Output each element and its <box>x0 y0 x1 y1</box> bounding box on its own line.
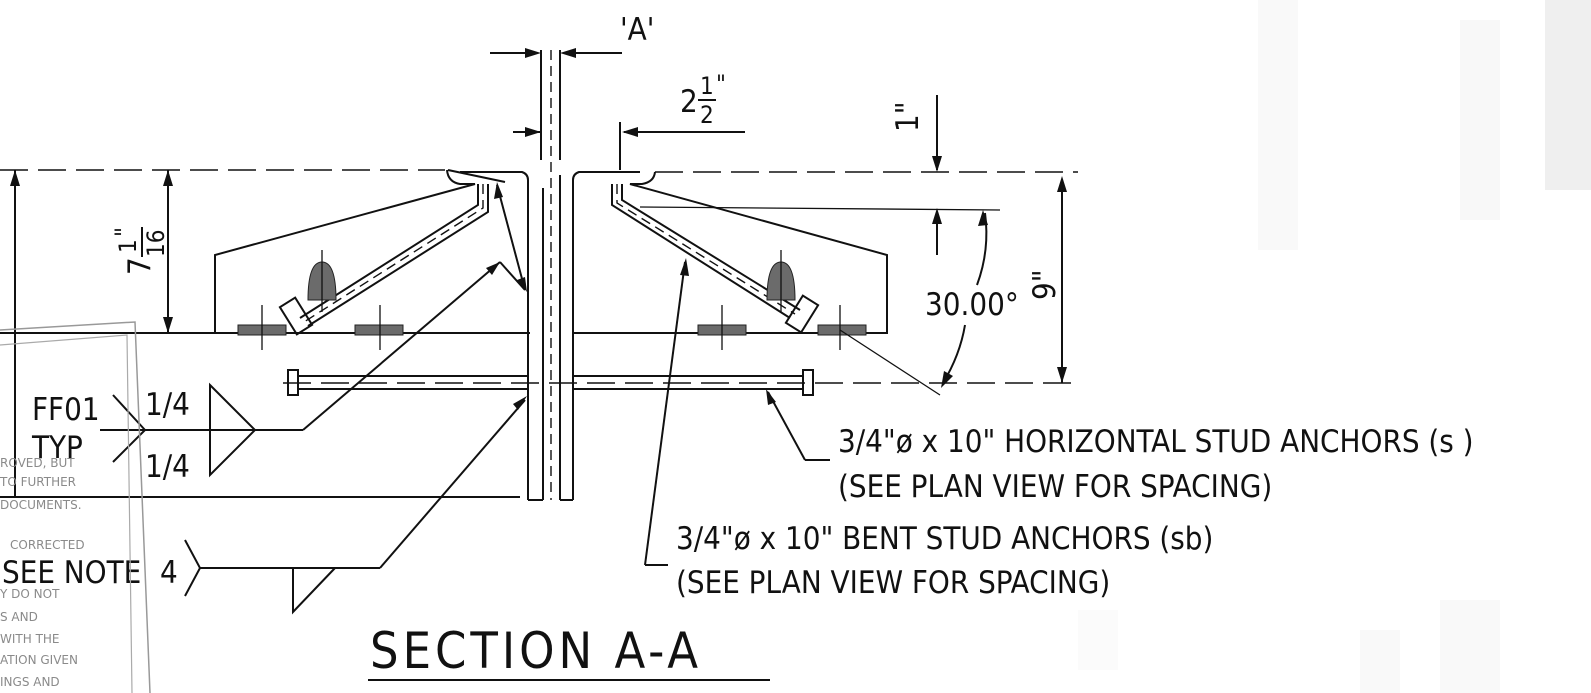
see-note-number: 4 <box>160 555 178 591</box>
dim-top-label: 1" <box>890 101 926 132</box>
stamp-line-1: ROVED, BUT <box>0 456 75 470</box>
vertical-plates <box>460 50 640 501</box>
stamp-line-8: ATION GIVEN <box>0 653 78 667</box>
dim-right-height: 9" <box>1027 176 1067 383</box>
dim-gap-num: 1 <box>700 72 714 100</box>
dim-left-unit: " <box>110 227 138 237</box>
horizontal-anchor-line-1: 3/4"ø x 10" HORIZONTAL STUD ANCHORS (s ) <box>838 424 1474 460</box>
horizontal-stud-anchors <box>287 369 814 396</box>
dim-gap-unit: " <box>716 70 726 98</box>
weld-top-size: 1/4 <box>145 387 190 423</box>
bent-anchor-callout: 3/4"ø x 10" BENT STUD ANCHORS (sb) (SEE … <box>644 258 1213 601</box>
section-title-text: SECTION A-A <box>370 622 702 680</box>
stamp-line-3: DOCUMENTS. <box>0 498 82 512</box>
see-note-text: SEE NOTE <box>2 555 141 591</box>
section-mark-label: 'A' <box>620 12 654 48</box>
weld-code: FF01 <box>32 392 100 428</box>
dim-right-label: 9" <box>1027 269 1063 300</box>
bent-anchor-line-2: (SEE PLAN VIEW FOR SPACING) <box>676 565 1110 601</box>
angle-label: 30.00° <box>925 287 1019 323</box>
angle-dimension: 30.00° <box>839 210 1019 396</box>
dim-1-inch: 1" <box>890 95 942 255</box>
stamp-line-4: CORRECTED <box>10 538 85 552</box>
see-note-callout: SEE NOTE 4 <box>2 396 527 615</box>
dim-gap-whole: 2 <box>680 84 698 120</box>
weld-callout: FF01 TYP 1/4 1/4 <box>31 182 527 485</box>
dim-gap-den: 2 <box>700 101 714 129</box>
section-title: SECTION A-A <box>368 622 770 681</box>
left-block <box>214 169 530 350</box>
stamp-line-2: TO FURTHER <box>0 475 76 489</box>
dim-left-den: 16 <box>142 230 170 257</box>
scan-noise <box>1078 0 1591 693</box>
dim-2-1-2: 2 1 2 " <box>513 70 745 170</box>
stamp-line-6: S AND <box>0 610 38 624</box>
stamp-line-5: Y DO NOT <box>0 587 60 601</box>
stamp-line-7: WITH THE <box>0 632 60 646</box>
approval-stamp: ROVED, BUT TO FURTHER DOCUMENTS. CORRECT… <box>0 321 151 693</box>
stamp-line-9: INGS AND <box>0 675 60 689</box>
right-block <box>573 171 1001 350</box>
bent-stud-anchors <box>278 184 820 336</box>
dim-left-height: 7 1 16 " <box>10 170 173 497</box>
horizontal-anchor-line-2: (SEE PLAN VIEW FOR SPACING) <box>838 469 1272 505</box>
dim-left-num: 1 <box>114 239 142 253</box>
dim-section-mark: 'A' <box>490 12 654 58</box>
horizontal-anchor-callout: 3/4"ø x 10" HORIZONTAL STUD ANCHORS (s )… <box>766 389 1474 505</box>
bent-anchor-line-1: 3/4"ø x 10" BENT STUD ANCHORS (sb) <box>676 521 1213 557</box>
dim-left-whole: 7 <box>122 257 158 275</box>
weld-bottom-size: 1/4 <box>145 449 190 485</box>
weld-typ: TYP <box>31 430 83 466</box>
